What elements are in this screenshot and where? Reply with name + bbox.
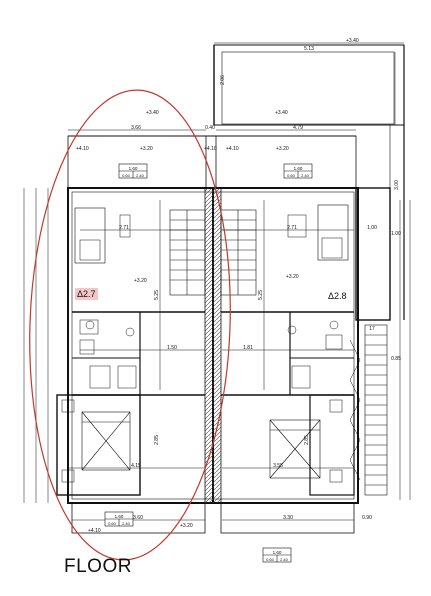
window-callout-1 — [118, 163, 148, 179]
dim-core-left: 5.25 — [154, 290, 160, 300]
dim-side-a: 3.00 — [394, 180, 400, 190]
dim-floor-right: 3.55 — [273, 463, 283, 469]
highlight-ellipse — [29, 89, 231, 561]
window-1-height: 2.40 — [136, 173, 145, 178]
level-mark: +4.10 — [226, 146, 239, 152]
dim-mid-right: 1.81 — [243, 345, 253, 351]
window-3-sill: 0.60 — [108, 521, 117, 526]
interior-walls-right — [221, 204, 355, 496]
exterior-stair — [349, 324, 388, 496]
dim-bottom-left: 3.60 — [133, 515, 143, 521]
window-callout-3 — [104, 511, 134, 527]
dim-core-right: 5.25 — [258, 290, 264, 300]
window-4-size: 1.60 — [273, 550, 282, 555]
window-1-sill: 0.60 — [122, 173, 131, 178]
window-2-size: 1.60 — [294, 166, 303, 171]
window-3-size: 1.60 — [115, 514, 124, 519]
upper-balconies — [67, 135, 357, 189]
stair-core-right — [220, 209, 257, 296]
stair-step-count: 17 — [369, 326, 375, 332]
window-2-sill: 0.60 — [287, 173, 296, 178]
level-mark: +3.20 — [140, 146, 153, 152]
level-mark: +3.20 — [180, 523, 193, 529]
building-outline — [67, 187, 391, 504]
window-4-sill: 0.60 — [266, 557, 275, 562]
dim-upper-mid: 0.40 — [205, 125, 215, 131]
dim-bed-left: 2.85 — [154, 435, 160, 445]
dim-top-height: 2.06 — [220, 75, 226, 85]
dimension-lines — [23, 42, 411, 521]
bed-right — [269, 419, 321, 479]
bed-left — [81, 411, 131, 471]
level-mark: +4.10 — [88, 528, 101, 534]
level-mark: +3.20 — [276, 146, 289, 152]
page-title: FLOOR — [64, 556, 132, 577]
lower-balconies — [71, 502, 355, 534]
dim-top-width: 5.13 — [304, 46, 314, 52]
level-mark: +3.20 — [134, 278, 147, 284]
level-mark: +3.40 — [346, 38, 359, 44]
dim-bed-right: 2.85 — [304, 435, 310, 445]
window-2-height: 2.40 — [301, 173, 310, 178]
window-callout-2 — [283, 163, 313, 179]
dim-mid-left: 1.50 — [167, 345, 177, 351]
level-mark: +4.10 — [204, 146, 217, 152]
window-callout-4 — [262, 547, 292, 563]
dim-bottom-right: 3.30 — [283, 515, 293, 521]
level-mark: +3.40 — [275, 110, 288, 116]
unit-label-b: Δ2.8 — [328, 291, 347, 301]
dim-left-room: 2.71 — [119, 225, 129, 231]
dim-left-wall: 1.00 — [367, 225, 377, 231]
unit-label-a: Δ2.7 — [75, 288, 98, 300]
dim-floor-left: 4.15 — [131, 463, 141, 469]
dim-upper-left: 3.66 — [131, 125, 141, 131]
dim-side-b: 1.00 — [391, 231, 401, 237]
level-mark: +3.40 — [146, 110, 159, 116]
window-4-height: 2.40 — [280, 557, 289, 562]
dim-upper-right: 4.79 — [293, 125, 303, 131]
interior-walls-left — [56, 207, 205, 496]
level-mark: +3.20 — [286, 274, 299, 280]
dim-right-edge: 0.90 — [362, 515, 372, 521]
dim-right-room: 2.71 — [287, 225, 297, 231]
window-1-size: 1.60 — [129, 166, 138, 171]
level-mark: +4.10 — [76, 146, 89, 152]
upper-terrace — [213, 44, 405, 320]
stair-core-left — [169, 209, 206, 296]
window-3-height: 2.40 — [122, 521, 131, 526]
level-markers: +3.40 +3.40 +3.40 +4.10 +3.20 +4.10 +4.1… — [76, 38, 359, 534]
dim-side-c: 0.85 — [391, 356, 401, 362]
